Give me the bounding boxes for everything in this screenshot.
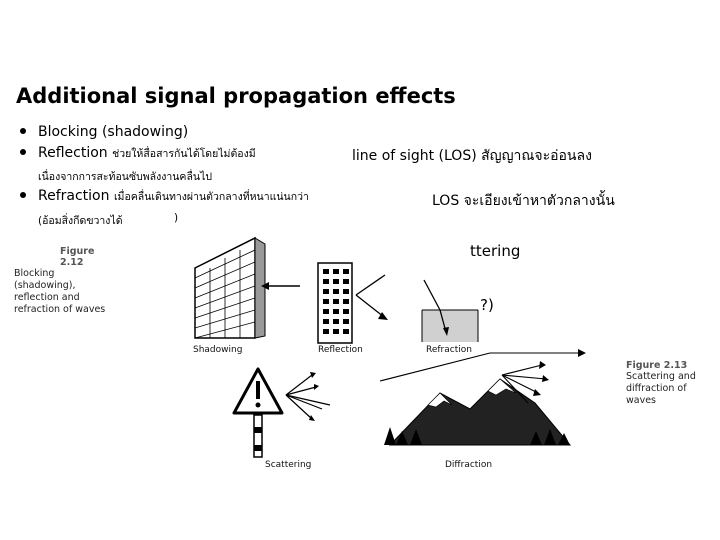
slide-title: Additional signal propagation effects [16,84,456,108]
figure-2-13-caption: Figure 2.13 Scattering and diffraction o… [626,360,716,407]
reflection-building-illustration [310,255,390,355]
bullet-refraction: Refraction เมื่อคลื่นเดินทางผ่านตัวกลางท… [20,188,309,205]
refraction-right-text: LOS จะเอียงเข้าหาตัวกลางนั้น [432,190,615,212]
caption-line: Blocking (shadowing), [14,268,114,292]
reflection-continuation: เนื่องจากการสะท้อนซับพลังงานคลื่นไป [38,168,212,185]
shadowing-wall-illustration [185,238,305,338]
partial-text-scattering: ttering [470,242,520,260]
caption-line: reflection and [14,292,114,304]
label-reflection: Reflection [318,345,363,355]
caption-line: diffraction of waves [626,383,716,407]
figure-title: Figure 2.12 [60,246,114,268]
caption-line: refraction of waves [14,304,114,316]
bullet-dot [20,149,26,155]
figure-title: Figure 2.13 [626,360,716,371]
reflection-right-text: line of sight (LOS) สัญญาณจะอ่อนลง [352,145,592,167]
caption-line: Scattering and [626,371,716,383]
diffraction-illustration [370,345,600,455]
refraction-illustration [418,278,488,348]
bullet-dot [20,192,26,198]
scattering-illustration [230,365,340,465]
bullet-reflection: Reflection ช่วยให้สื่อสารกันได้โดยไม่ต้อ… [20,145,256,162]
bullet-dot [20,128,26,134]
figure-2-12-caption: Figure 2.12 Blocking (shadowing), reflec… [14,246,114,316]
bullet-blocking: Blocking (shadowing) [20,124,188,140]
label-scattering: Scattering [265,460,311,470]
label-diffraction: Diffraction [445,460,492,470]
label-shadowing: Shadowing [193,345,242,355]
refraction-continuation-end: ) [174,212,178,224]
refraction-continuation: (อ้อมสิ่งกีดขวางได้ [38,212,123,229]
